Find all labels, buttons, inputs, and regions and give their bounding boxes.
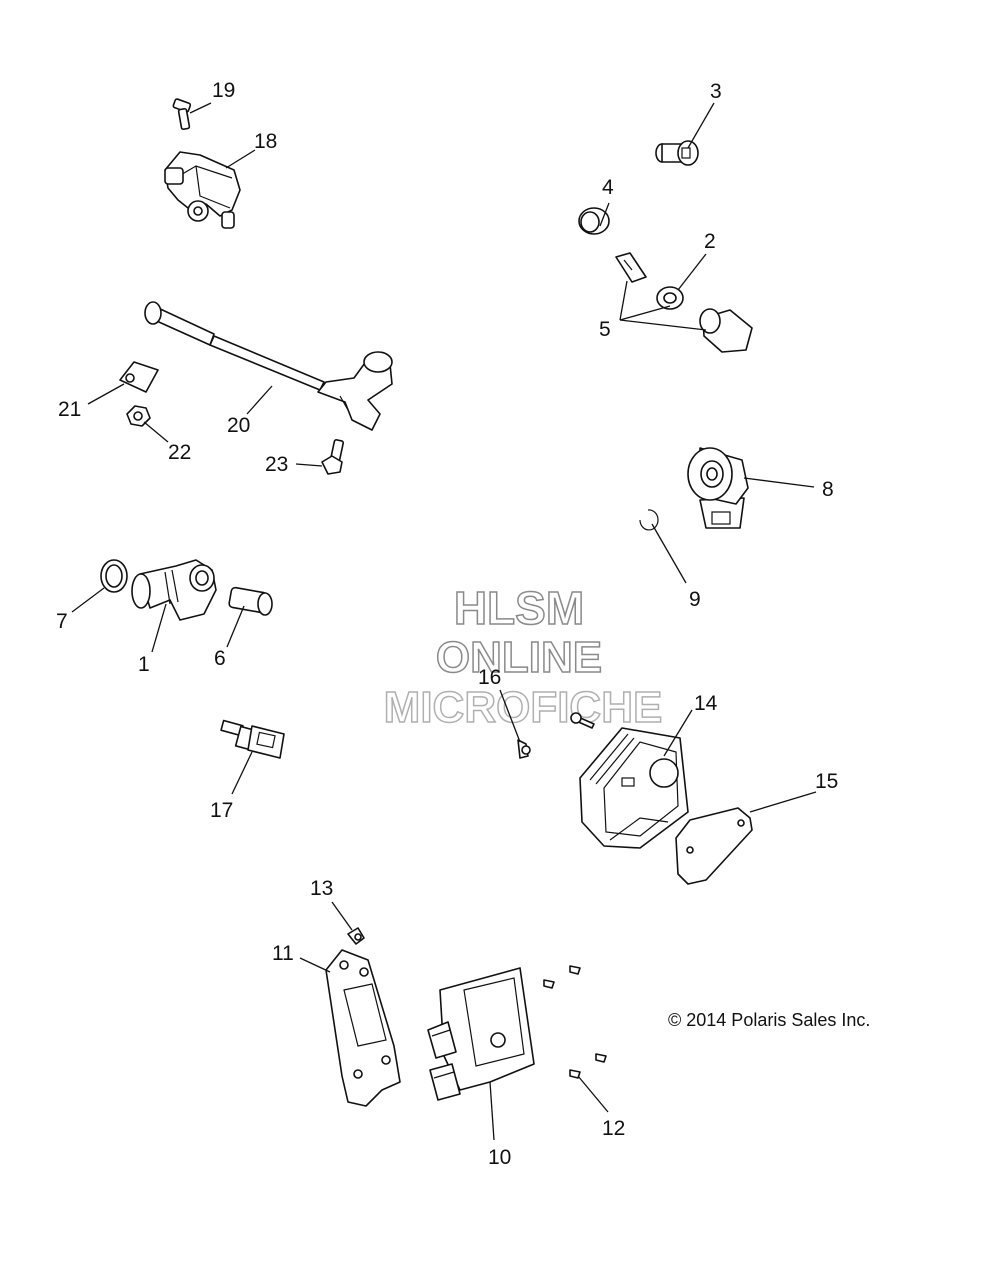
callout-12: 12: [602, 1117, 625, 1140]
callout-18: 18: [254, 130, 277, 153]
part-13-screw[interactable]: [347, 927, 365, 945]
leader-lines: [71, 102, 817, 1141]
callout-17: 17: [210, 799, 233, 822]
part-9-clip[interactable]: [639, 509, 659, 531]
callout-9: 9: [689, 588, 701, 611]
callout-19: 19: [212, 79, 235, 102]
part-14-ecu-housing[interactable]: [579, 727, 689, 849]
part-20-cable-sensor[interactable]: [144, 301, 393, 431]
callout-2: 2: [704, 230, 716, 253]
callout-6: 6: [214, 647, 226, 670]
callout-7: 7: [56, 610, 68, 633]
part-5-bracket-sensor[interactable]: [615, 252, 753, 353]
part-19-bolt[interactable]: [172, 98, 192, 131]
callout-11: 11: [272, 942, 294, 965]
callout-10: 10: [488, 1146, 511, 1169]
part-3-plug[interactable]: [655, 140, 699, 166]
part-12-screws[interactable]: [543, 965, 607, 1079]
callout-22: 22: [168, 441, 191, 464]
part-18-map-sensor[interactable]: [164, 151, 241, 229]
callout-23: 23: [265, 453, 288, 476]
part-7-o-ring[interactable]: [100, 559, 128, 593]
callout-4: 4: [602, 176, 614, 199]
part-2-washer[interactable]: [656, 286, 684, 310]
part-6-sleeve[interactable]: [228, 586, 273, 616]
part-11-bracket[interactable]: [325, 949, 401, 1107]
part-23-bolt[interactable]: [321, 439, 345, 475]
callout-3: 3: [710, 80, 722, 103]
callout-1: 1: [138, 653, 150, 676]
part-17-temp-sensor[interactable]: [220, 719, 285, 759]
callout-5: 5: [599, 318, 611, 341]
copyright-notice: © 2014 Polaris Sales Inc.: [668, 1010, 870, 1030]
callout-16: 16: [478, 666, 501, 689]
callout-15: 15: [815, 770, 838, 793]
watermark-line2: ONLINE: [436, 633, 602, 682]
part-4-cap[interactable]: [578, 207, 610, 235]
callout-13: 13: [310, 877, 333, 900]
part-10-ecu[interactable]: [427, 967, 535, 1101]
callout-numbers: 19 18 3 4 2 5 21 22 20 23 8 9 7 1 6 16 1…: [56, 79, 838, 1169]
callout-21: 21: [58, 398, 81, 421]
watermark-line1: HLSM: [454, 582, 584, 634]
callout-20: 20: [227, 414, 250, 437]
callout-8: 8: [822, 478, 834, 501]
part-21-clamp[interactable]: [119, 361, 159, 393]
watermark: HLSM ONLINE MICROFICHE: [383, 581, 663, 733]
part-16-screws[interactable]: [517, 712, 595, 759]
callout-14: 14: [694, 692, 718, 715]
part-22-nut[interactable]: [126, 405, 151, 427]
part-1-cam-sensor[interactable]: [131, 559, 217, 621]
part-8-knock-sensor[interactable]: [687, 447, 749, 529]
watermark-line3: MICROFICHE: [384, 683, 663, 732]
part-15-gasket[interactable]: [675, 807, 753, 885]
